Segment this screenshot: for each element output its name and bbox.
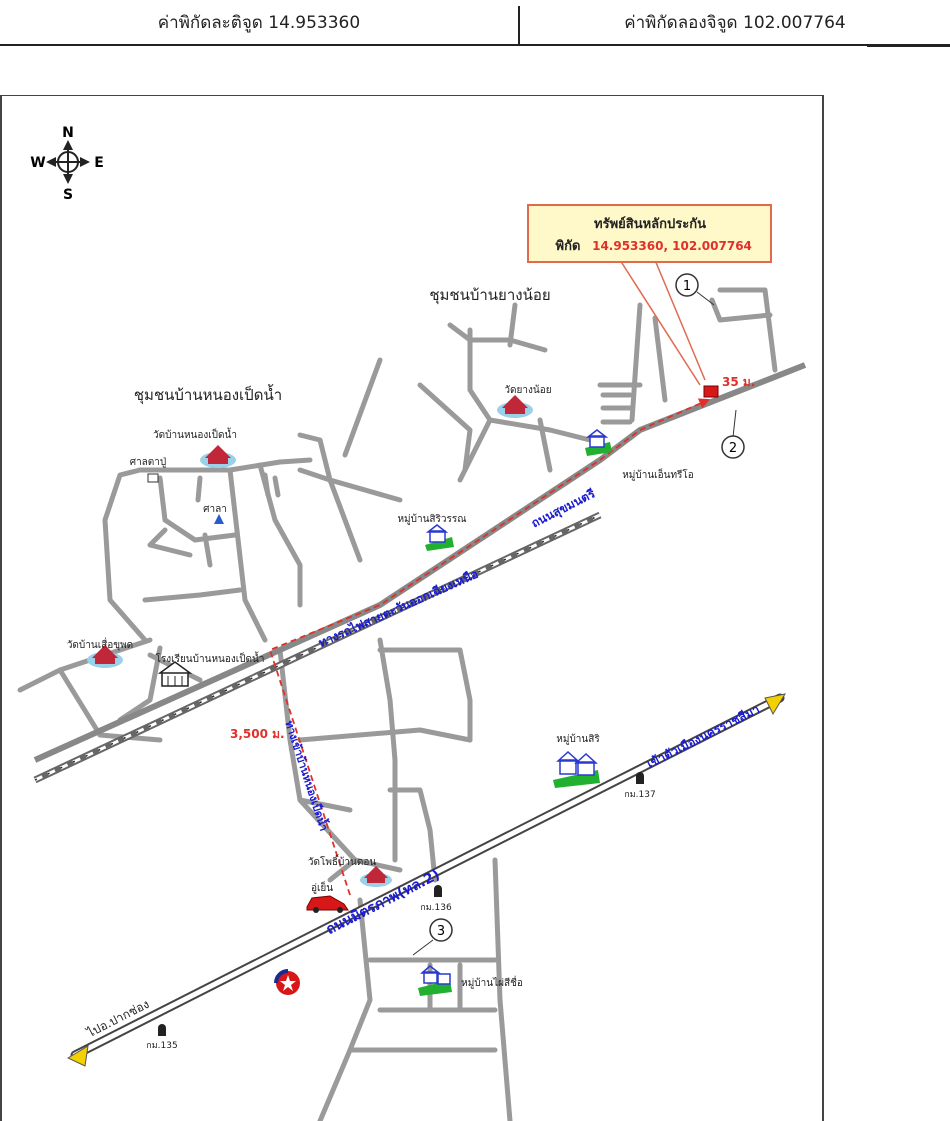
marker-3: 3 [412, 918, 453, 956]
to-pak-chong-arrow [66, 1045, 89, 1067]
temple-icon [200, 445, 236, 468]
school-label: โรงเรียนบ้านหนองเป็ดน้ำ [156, 651, 265, 665]
distance-3500m: 3,500 ม. [230, 727, 285, 741]
km136-label: กม.136 [420, 903, 452, 913]
callout-coord-prefix: พิกัด [556, 239, 581, 254]
compass-w: W [30, 155, 45, 171]
village-siri-label: หมู่บ้านสิริ [556, 733, 600, 745]
village-icon [425, 524, 454, 551]
mittraphap-highway [70, 693, 785, 1060]
village-elfin-tree-label: หมู่บ้านเอ็นทรีโอ [622, 467, 694, 481]
community-yang-noi-label: ชุมชนบ้านยางน้อย [429, 286, 550, 305]
callout-coord-value: 14.953360, 102.007764 [592, 239, 752, 253]
distance-35m: 35 ม. [722, 375, 755, 389]
svg-text:2: 2 [729, 441, 737, 456]
marker-1: 1 [675, 273, 715, 306]
temple-icon [360, 866, 392, 887]
marker-2: 2 [721, 409, 745, 459]
location-map[interactable]: N S W E ทรัพย์สินหลักประกัน พิกัด 14.953… [0, 95, 950, 1121]
km137-label: กม.137 [624, 790, 655, 800]
temple-icon [497, 395, 533, 418]
car-icon [306, 895, 349, 913]
km-post-icon [158, 1024, 166, 1036]
temple-icon [87, 645, 123, 668]
header-divider [518, 6, 520, 44]
gas-station-icon [274, 969, 300, 995]
svg-text:1: 1 [683, 279, 691, 294]
village-siriwan-label: หมู่บ้านสิริวรรณ [397, 513, 466, 525]
wat-ban-don-label: วัดโพธิ์บ้านดอน [308, 854, 376, 868]
railway-line [33, 511, 602, 784]
coordinate-header: ค่าพิกัดละติจูด 14.953360 ค่าพิกัดลองจิจ… [0, 0, 950, 48]
shrine-icon [147, 473, 159, 483]
sala-label: ศาลา [203, 504, 227, 515]
longitude-label: ค่าพิกัดลองจิจูด 102.007764 [624, 12, 846, 33]
property-callout: ทรัพย์สินหลักประกัน พิกัด 14.953360, 102… [527, 204, 772, 386]
map-frame [0, 95, 824, 1121]
garage-label: อู่เย็น [311, 880, 333, 894]
compass-rose: N S W E [30, 125, 104, 203]
wat-suea-khup-label: วัดบ้านเสื่อขุพด [67, 637, 133, 651]
latitude-label: ค่าพิกัดละติจูด 14.953360 [157, 12, 361, 33]
km-post-icon [434, 885, 442, 897]
sala-ta-pu-label: ศาลตาปู่ [130, 457, 167, 468]
compass-s: S [63, 187, 73, 203]
local-roads [17, 287, 778, 1121]
svg-text:3: 3 [437, 924, 445, 939]
sala-icon [214, 514, 224, 524]
village-icon [553, 750, 600, 788]
community-nong-ped-nam-label: ชุมชนบ้านหนองเป็ดน้ำ [134, 384, 282, 405]
km-post-icon [636, 772, 644, 784]
callout-title: ทรัพย์สินหลักประกัน [594, 216, 706, 232]
header-rule-accent [867, 44, 950, 47]
wat-yang-noi-label: วัดยางน้อย [504, 384, 551, 396]
school-icon [157, 661, 193, 687]
km135-label: กม.135 [146, 1041, 177, 1051]
village-icon [418, 965, 452, 996]
header-rule [0, 44, 950, 46]
to-korat-arrow [764, 693, 787, 716]
compass-n: N [62, 125, 74, 141]
wat-nong-ped-nam-label: วัดบ้านหนองเป็ดน้ำ [153, 427, 237, 441]
route-to-property [268, 398, 710, 896]
compass-e: E [94, 155, 104, 171]
property-marker[interactable] [703, 385, 719, 398]
village-pai-see-ma-label: หมู่บ้านไผ่สีชื่อ [461, 975, 523, 989]
village-icon [585, 429, 612, 456]
